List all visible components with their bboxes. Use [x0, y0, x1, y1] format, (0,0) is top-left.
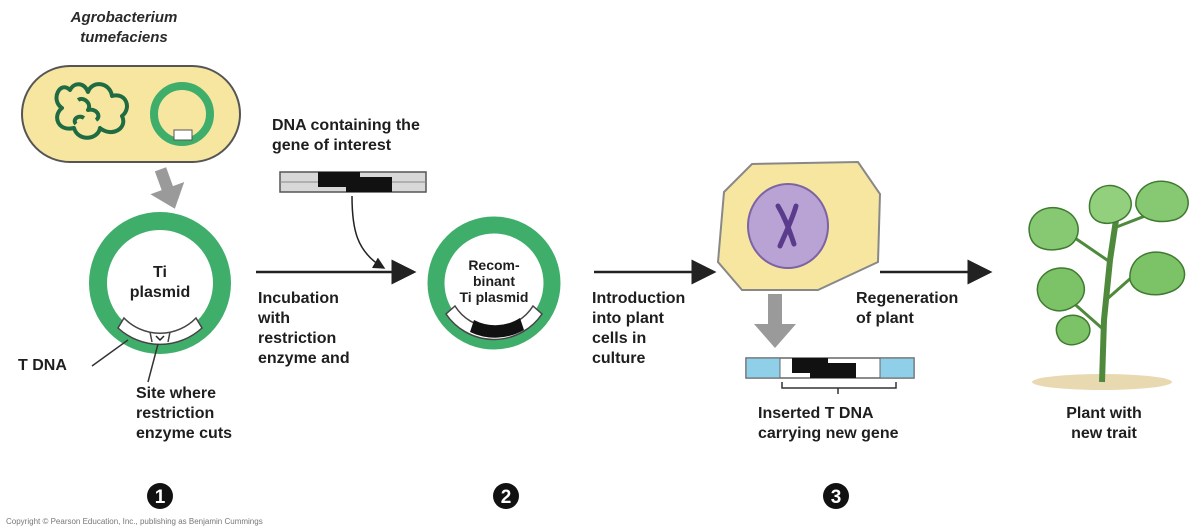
recombinant-label-line3: Ti plasmid	[460, 289, 529, 305]
svg-text:3: 3	[831, 487, 842, 508]
svg-text:1: 1	[155, 487, 166, 508]
step-1-marker: 1	[147, 483, 173, 509]
recombinant-label-line1: Recom-	[468, 257, 520, 273]
step-2-marker: 2	[493, 483, 519, 509]
insert-brace	[782, 382, 896, 388]
regeneration-line2: of plant	[856, 310, 914, 327]
site-label-line3: enzyme cuts	[136, 425, 232, 442]
leaf	[1056, 315, 1090, 344]
incubation-line2: with	[257, 310, 290, 327]
leaf	[1037, 268, 1084, 311]
recombinant-label-line2: binant	[473, 273, 515, 289]
copyright-notice: Copyright © Pearson Education, Inc., pub…	[6, 517, 263, 526]
regeneration-line1: Regeneration	[856, 290, 958, 307]
dna-label-line2: gene of interest	[272, 137, 392, 154]
ti-plasmid-label-line1: Ti	[153, 264, 167, 281]
site-label-line2: restriction	[136, 405, 214, 422]
inserted-line2: carrying new gene	[758, 425, 899, 442]
step-3-marker: 3	[823, 483, 849, 509]
incubation-line4: enzyme and	[258, 350, 350, 367]
tdna-label: T DNA	[18, 357, 67, 374]
plant-dna-with-insert	[746, 358, 914, 378]
tdna-pointer	[92, 340, 128, 366]
gray-arrow-down-2	[754, 294, 796, 348]
ti-plasmid	[98, 221, 222, 345]
plant-cell	[718, 162, 880, 290]
svg-text:2: 2	[501, 487, 512, 508]
bacterium-name-line2: tumefaciens	[80, 29, 168, 46]
introduction-line4: culture	[592, 350, 645, 367]
dna-fragment	[280, 172, 426, 192]
bacterium-name-line1: Agrobacterium	[70, 9, 178, 26]
transgenic-plant	[1029, 181, 1188, 390]
plant-label-line1: Plant with	[1066, 405, 1142, 422]
introduction-line2: into plant	[592, 310, 665, 327]
site-label-line1: Site where	[136, 385, 216, 402]
incubation-line1: Incubation	[258, 290, 339, 307]
dna-curved-arrow	[352, 196, 384, 268]
introduction-line3: cells in	[592, 330, 646, 347]
introduction-line1: Introduction	[592, 290, 685, 307]
leaf	[1029, 208, 1078, 250]
gray-arrow-down-1	[144, 163, 192, 215]
agrobacterium-cell	[22, 66, 240, 162]
inserted-line1: Inserted T DNA	[758, 405, 874, 422]
ti-plasmid-label-line2: plasmid	[130, 284, 190, 301]
leaf	[1136, 181, 1188, 221]
leaf	[1130, 252, 1185, 295]
leaf	[1089, 185, 1131, 223]
incubation-line3: restriction	[258, 330, 336, 347]
dna-label-line1: DNA containing the	[272, 117, 420, 134]
plant-label-line2: new trait	[1071, 425, 1137, 442]
